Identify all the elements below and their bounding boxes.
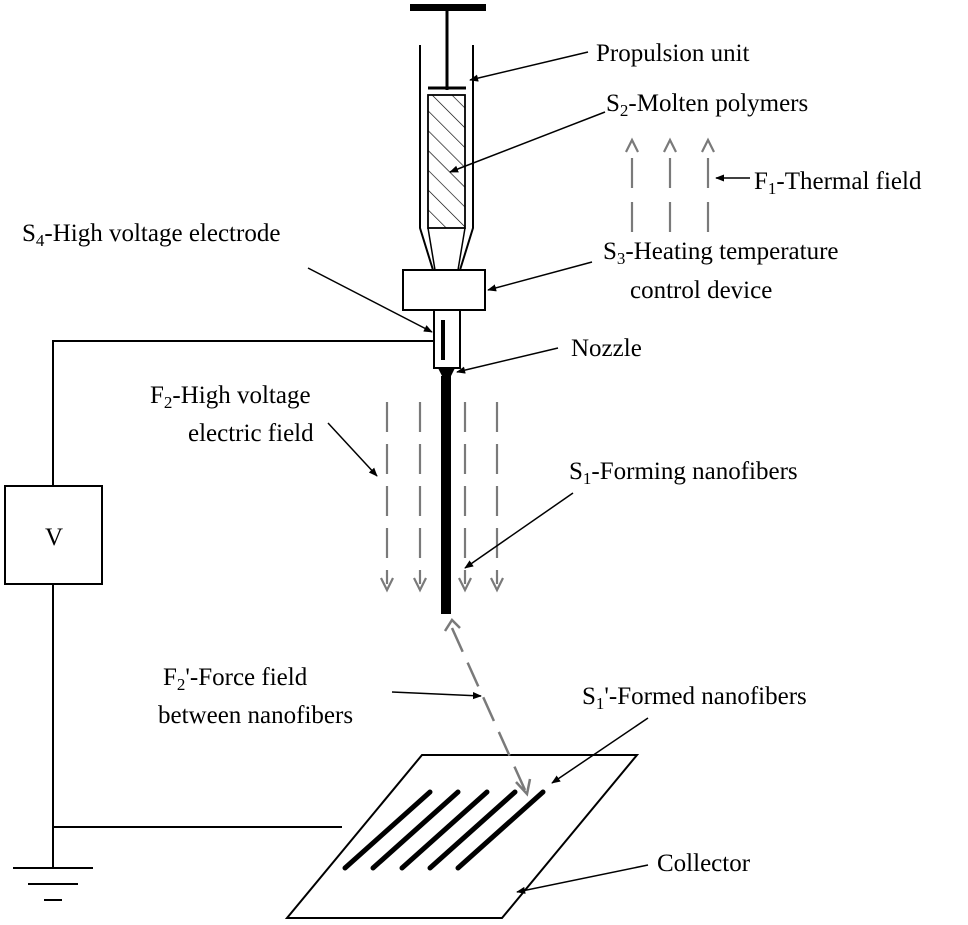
voltage-source-label: V	[45, 524, 63, 551]
plunger-handle	[410, 4, 486, 11]
label-thermal-field: F1-Thermal field	[754, 168, 922, 198]
label-heating-device: S3-Heating temperature	[603, 238, 839, 268]
circuit-wire-top	[52, 340, 435, 486]
label-force-field-line2: between nanofibers	[158, 702, 353, 729]
circuit	[4, 340, 435, 868]
leader-lines	[307, 51, 750, 894]
formed-fibers	[342, 789, 546, 871]
voltage-source	[4, 485, 103, 585]
label-hv-field: F2-High voltage	[150, 382, 311, 412]
label-heating-device-line2: control device	[630, 277, 772, 304]
label-forming-nanofibers: S1-Forming nanofibers	[569, 458, 798, 488]
ground-symbol	[13, 867, 93, 901]
label-nozzle: Nozzle	[571, 335, 642, 362]
force-field-path	[443, 618, 532, 797]
label-propulsion-unit: Propulsion unit	[596, 40, 750, 67]
heating-device	[402, 269, 486, 311]
label-force-field: F2'-Force field	[163, 664, 308, 694]
label-collector: Collector	[657, 850, 751, 877]
nozzle-tip	[438, 368, 455, 378]
label-hv-electrode: S4-High voltage electrode	[22, 220, 280, 250]
molten-polymer-fill	[427, 94, 466, 229]
polymer-taper	[427, 227, 466, 271]
forming-jet	[441, 376, 451, 614]
hv-field-arrows	[380, 402, 504, 593]
label-formed-nanofibers: S1'-Formed nanofibers	[582, 683, 807, 713]
thermal-field-arrows	[625, 137, 715, 232]
electrode-block	[433, 309, 461, 369]
label-hv-field-line2: electric field	[188, 420, 314, 447]
syringe	[410, 4, 486, 295]
label-molten-polymers: S2-Molten polymers	[606, 90, 808, 120]
